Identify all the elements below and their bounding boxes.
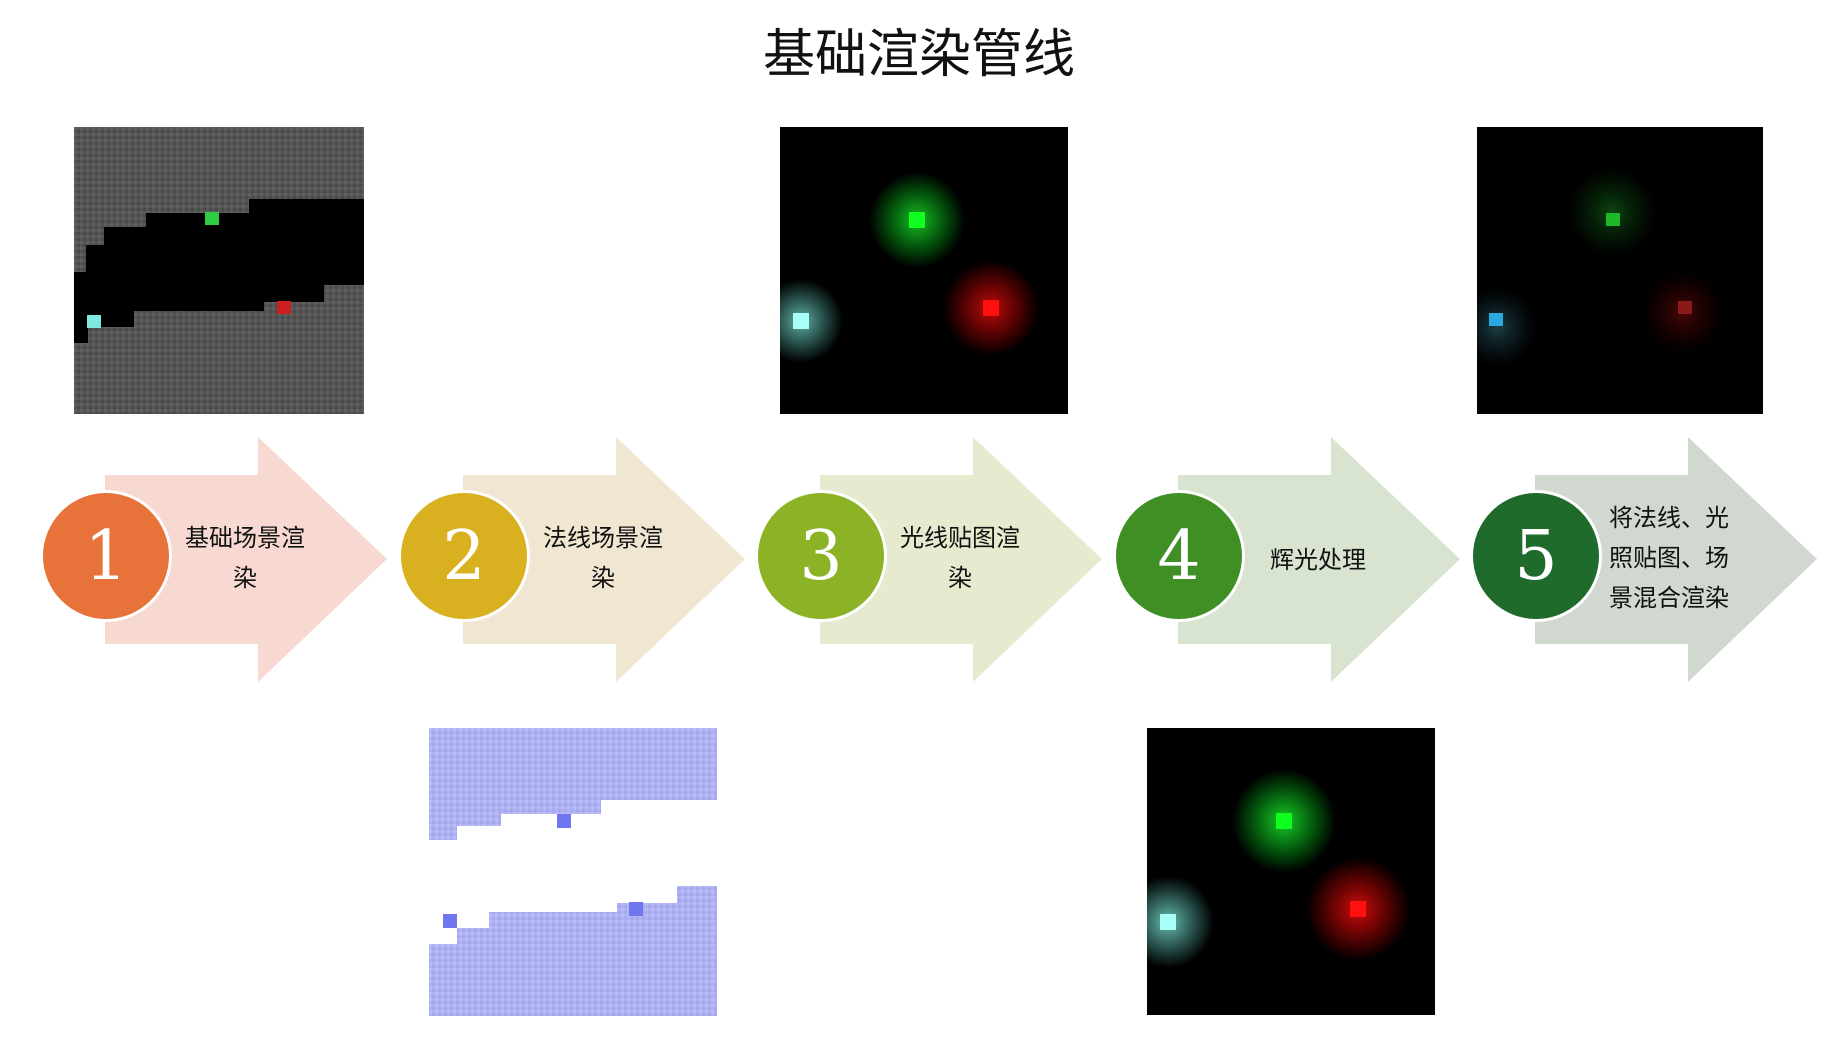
step-2-arrow [463,437,745,682]
step-4-arrow [1178,437,1460,682]
glow-processing-image [1147,728,1435,1015]
step-5-badge: 5 [1470,490,1602,622]
step-2-arrow-shape [463,437,745,682]
step-3-arrow [820,437,1102,682]
step-5-arrow [1535,437,1817,682]
step-5-arrow-shape [1535,437,1817,682]
step-4-label: 辉光处理 [1270,546,1366,574]
diagram-title: 基础渲染管线 [762,25,1075,85]
step-1-label: 基础场景渲染 [185,524,305,592]
step-4-badge: 4 [1113,490,1245,622]
final-combined-render-image [1477,127,1763,414]
step-3-badge: 3 [755,490,887,622]
step-1-badge: 1 [40,490,172,622]
step-1-arrow-shape [105,437,387,682]
step-3-label: 光线贴图渲染 [900,524,1020,592]
step-5-label: 将法线、光照贴图、场景混合渲染 [1609,504,1729,612]
step-3-arrow-shape [820,437,1102,682]
step-4-arrow-shape [1178,437,1460,682]
base-scene-render-image [74,127,364,414]
normal-scene-render-image [429,728,717,1016]
light-map-render-image [780,127,1068,414]
step-2-label: 法线场景渲染 [543,524,663,592]
step-1-arrow [105,437,387,682]
step-2-badge: 2 [398,490,530,622]
